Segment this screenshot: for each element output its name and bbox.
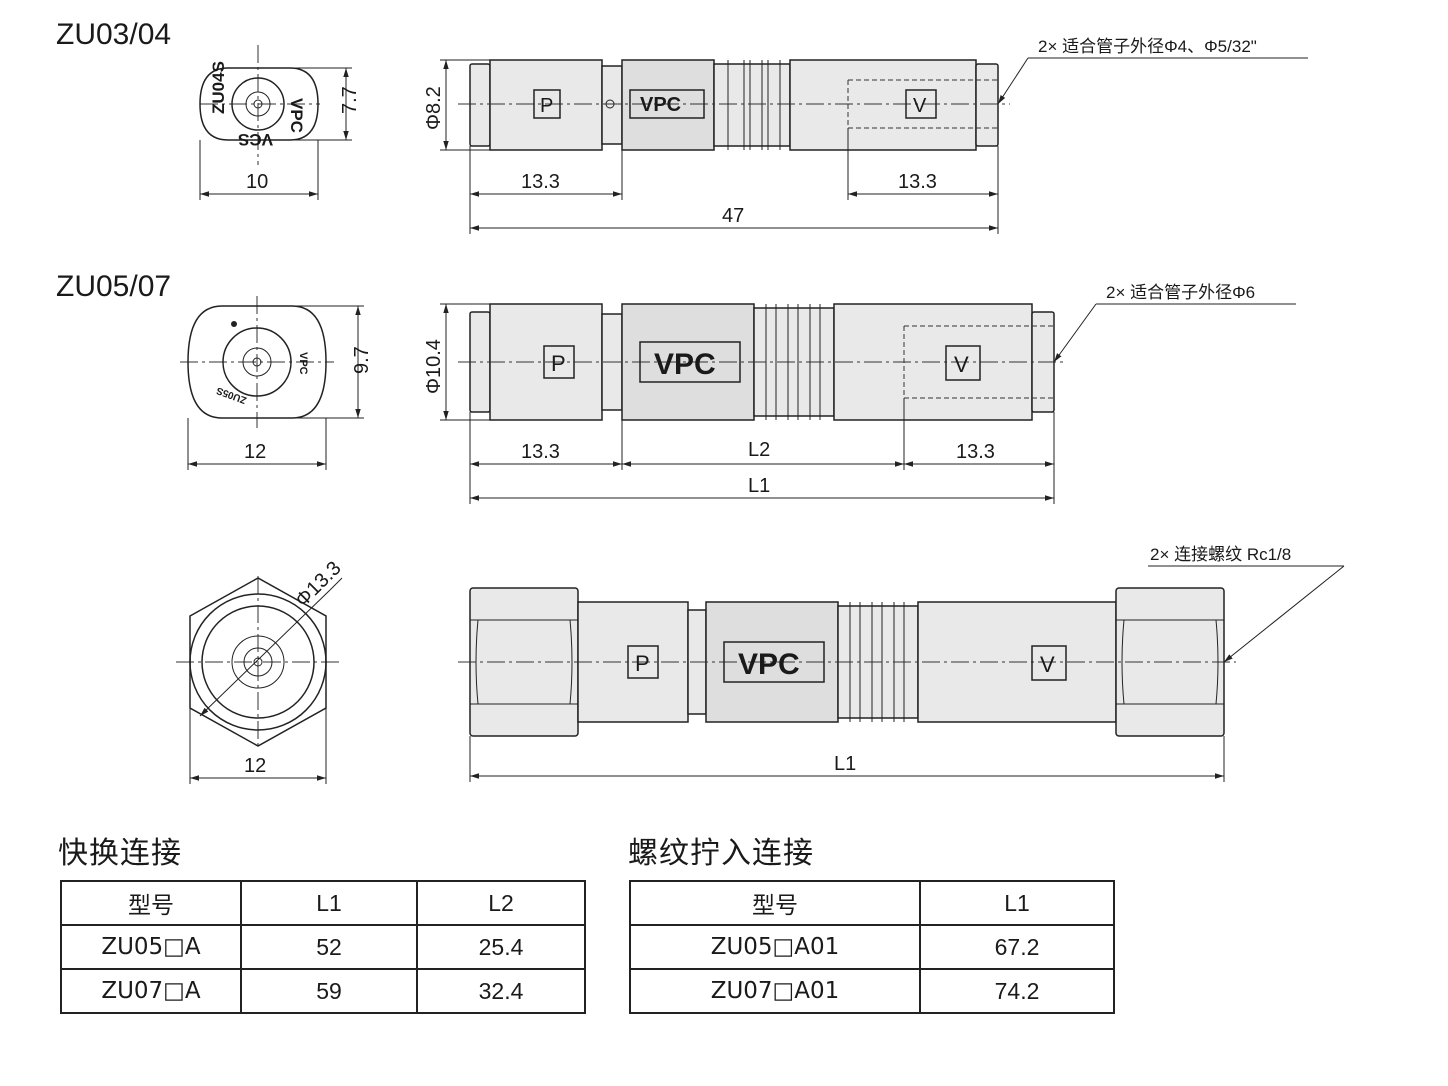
threaded-brand-mark: VPC <box>738 648 800 681</box>
zu0304-end-height: 7.7 <box>339 86 361 114</box>
header-l1: L1 <box>919 880 1115 926</box>
threaded-end-dia: Φ13.3 <box>291 557 345 611</box>
table-header-row: 型号 L1 L2 <box>60 880 586 926</box>
zu0304-p-mark: P <box>540 95 553 117</box>
zu0304-end-model: ZU04S <box>209 61 228 114</box>
zu0304-title: ZU03/04 <box>56 18 172 51</box>
zu0507-dim-left: 13.3 <box>521 441 560 463</box>
zu0304-note: 2× 适合管子外径Φ4、Φ5/32" <box>1038 37 1257 56</box>
header-model: 型号 <box>60 880 242 926</box>
zu0507-dim-total: L1 <box>748 475 770 497</box>
cell-l1: 59 <box>240 968 418 1014</box>
thread-connect-table: 型号 L1 ZU05□A01 67.2 ZU07□A01 74.2 <box>629 880 1115 1014</box>
zu0507-side-view: P VPC V 13.3 L2 13.3 L1 Φ10.4 2× 适合管子外径Φ… <box>423 283 1296 504</box>
zu0507-p-mark: P <box>551 351 566 376</box>
threaded-p-mark: P <box>635 651 650 676</box>
cell-l2: 25.4 <box>416 924 586 970</box>
thread-table-title: 螺纹拧入连接 <box>628 836 814 871</box>
quick-connect-table: 型号 L1 L2 ZU05□A 52 25.4 ZU07□A 59 32.4 <box>60 880 586 1014</box>
zu0304-end-port: VCS <box>238 130 273 149</box>
zu0507-dim-right: 13.3 <box>956 441 995 463</box>
table-row: ZU07□A 59 32.4 <box>60 968 586 1014</box>
zu0304-dim-left: 13.3 <box>521 171 560 193</box>
threaded-v-mark: V <box>1040 652 1055 677</box>
cell-model: ZU05□A <box>60 924 242 970</box>
zu0507-dim-dia: Φ10.4 <box>423 339 445 394</box>
zu0304-end-view: VPC ZU04S VCS 10 7.7 <box>199 45 361 200</box>
zu0304-brand-mark: VPC <box>640 94 681 116</box>
zu0507-title: ZU05/07 <box>56 270 172 303</box>
cell-model: ZU07□A01 <box>629 968 921 1014</box>
table-header-row: 型号 L1 <box>629 880 1115 926</box>
zu0304-end-brand: VPC <box>287 98 306 133</box>
threaded-note: 2× 连接螺纹 Rc1/8 <box>1150 545 1291 564</box>
threaded-end-view: Φ13.3 12 <box>176 557 346 784</box>
cell-model: ZU07□A <box>60 968 242 1014</box>
header-l1: L1 <box>240 880 418 926</box>
zu0304-end-width: 10 <box>246 171 268 193</box>
zu0304-dim-right: 13.3 <box>898 171 937 193</box>
header-l2: L2 <box>416 880 586 926</box>
cell-l1: 52 <box>240 924 418 970</box>
zu0507-note: 2× 适合管子外径Φ6 <box>1106 283 1255 302</box>
zu0507-end-width: 12 <box>244 441 266 463</box>
threaded-dim-total: L1 <box>834 753 856 775</box>
quick-table-title: 快换连接 <box>58 836 182 871</box>
zu0507-end-height: 9.7 <box>351 346 373 374</box>
cell-l1: 67.2 <box>919 924 1115 970</box>
zu0507-v-mark: V <box>954 352 969 377</box>
cell-model: ZU05□A01 <box>629 924 921 970</box>
table-row: ZU05□A 52 25.4 <box>60 924 586 970</box>
zu0304-v-mark: V <box>913 95 927 117</box>
zu0507-brand-mark: VPC <box>654 348 716 381</box>
threaded-side-view: P VPC V L1 2× 连接螺纹 Rc1/8 <box>458 545 1345 782</box>
zu0507-dim-mid: L2 <box>748 439 770 461</box>
zu0507-end-brand: VPC <box>297 352 309 375</box>
threaded-end-width: 12 <box>244 755 266 777</box>
zu0507-end-view: VPC ZU05S 12 9.7 <box>180 296 373 470</box>
cell-l2: 32.4 <box>416 968 586 1014</box>
zu0304-side-view: P VPC V 13.3 13.3 47 Φ8.2 2× 适合管子外径Φ4、Φ5… <box>423 37 1308 234</box>
header-model: 型号 <box>629 880 921 926</box>
zu0304-dim-total: 47 <box>722 205 744 227</box>
table-row: ZU05□A01 67.2 <box>629 924 1115 970</box>
zu0507-end-model: ZU05S <box>215 384 248 405</box>
zu0304-dim-dia: Φ8.2 <box>423 86 445 130</box>
cell-l1: 74.2 <box>919 968 1115 1014</box>
table-row: ZU07□A01 74.2 <box>629 968 1115 1014</box>
